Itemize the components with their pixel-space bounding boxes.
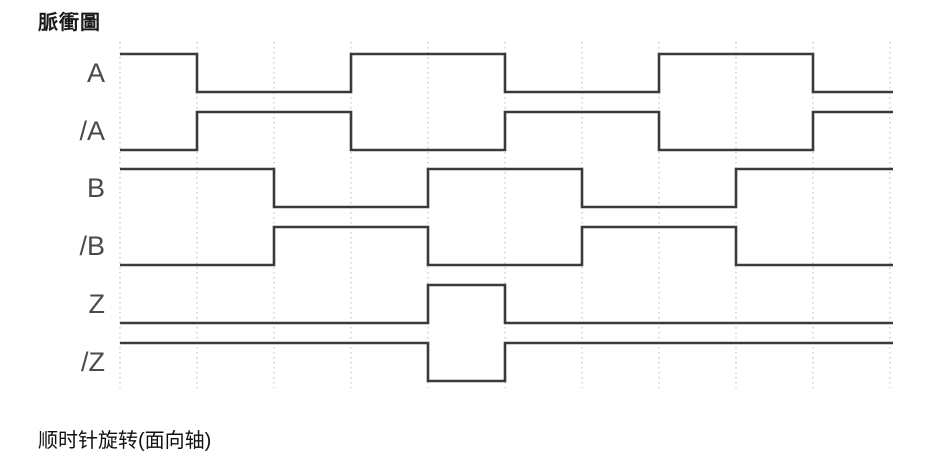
waveform-Z	[120, 283, 893, 325]
signal-label-b: B	[86, 173, 105, 203]
waveform-canvas	[119, 42, 893, 388]
waveform-inv-B	[120, 225, 893, 267]
waveform-A	[120, 52, 893, 94]
signal-label-a: A	[86, 58, 105, 88]
waveform-B	[120, 167, 893, 209]
timing-chart: A /A B /B Z /Z	[79, 42, 893, 388]
signal-label-z: Z	[88, 289, 106, 319]
waveform-inv-Z	[120, 341, 893, 383]
signal-label-b-inverted: /B	[79, 231, 105, 261]
waveform-inv-A	[120, 110, 893, 152]
page-title: 脈衝圖	[38, 12, 101, 34]
signal-label-a-inverted: /A	[79, 116, 105, 146]
signal-label-z-inverted: /Z	[81, 347, 105, 377]
rotation-caption: 顺时针旋转(面向轴)	[38, 430, 212, 452]
